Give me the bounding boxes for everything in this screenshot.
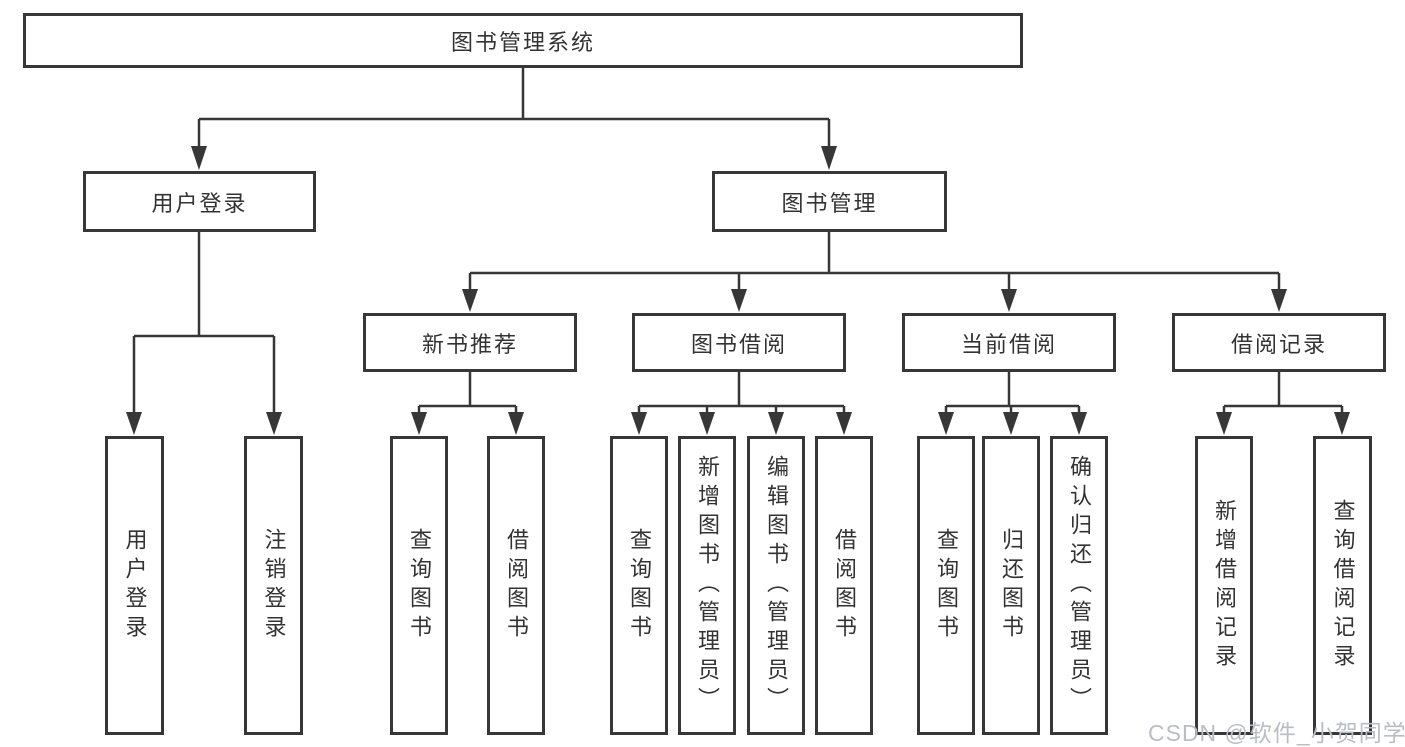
node-label: 图书借阅 [690, 331, 787, 357]
leaf-label: 确认归还（管理员） [1067, 455, 1092, 716]
leaf-label: 编辑图书（管理员） [764, 455, 789, 716]
node-user-login: 用户登录 [83, 171, 316, 232]
node-label: 新书推荐 [421, 331, 518, 357]
leaf-return-books: 归还图书 [982, 436, 1040, 735]
node-label: 用户登录 [151, 190, 248, 216]
leaf-borrow-books-recommend: 借阅图书 [487, 436, 545, 735]
node-borrow-records: 借阅记录 [1172, 313, 1386, 372]
leaf-query-books-recommend: 查询图书 [390, 436, 448, 735]
leaf-label: 用户登录 [122, 527, 148, 644]
leaf-query-books-borrow: 查询图书 [610, 436, 668, 735]
leaf-label: 借阅图书 [504, 527, 529, 644]
leaf-add-borrow-record: 新增借阅记录 [1195, 436, 1253, 735]
leaf-label: 新增借阅记录 [1212, 498, 1237, 673]
leaf-label: 查询借阅记录 [1330, 498, 1356, 673]
connector-user-login-to-leaves [126, 232, 282, 435]
leaf-user-login: 用户登录 [105, 436, 164, 735]
node-current-borrow: 当前借阅 [902, 313, 1116, 372]
connector-book-management-to-level3 [462, 232, 1287, 312]
node-new-book-recommend: 新书推荐 [363, 313, 577, 372]
leaf-query-books-current: 查询图书 [917, 436, 975, 735]
leaf-label: 查询图书 [627, 527, 652, 644]
leaf-label: 新增图书（管理员） [695, 455, 720, 716]
node-label: 借阅记录 [1230, 331, 1327, 357]
node-label: 图书管理系统 [450, 29, 595, 55]
leaf-label: 借阅图书 [832, 527, 857, 644]
node-label: 当前借阅 [960, 331, 1057, 357]
leaf-confirm-return-admin: 确认归还（管理员） [1050, 436, 1108, 735]
node-library-management-system: 图书管理系统 [23, 13, 1023, 68]
node-label: 图书管理 [781, 190, 878, 216]
connector-borrow-records-to-leaves [1216, 372, 1350, 435]
leaf-label: 注销登录 [261, 527, 287, 644]
leaf-logout: 注销登录 [244, 436, 303, 735]
leaf-add-books-admin: 新增图书（管理员） [678, 436, 736, 735]
leaf-label: 查询图书 [934, 527, 959, 644]
connector-book-borrow-to-leaves [631, 372, 852, 435]
leaf-edit-books-admin: 编辑图书（管理员） [747, 436, 805, 735]
leaf-label: 归还图书 [999, 527, 1024, 644]
leaf-query-borrow-record: 查询借阅记录 [1313, 436, 1372, 735]
connector-current-borrow-to-leaves [938, 372, 1087, 435]
connector-new-book-recommend-to-leaves [411, 372, 524, 435]
node-book-management: 图书管理 [712, 171, 947, 232]
csdn-watermark: CSDN @软件_小贺同学 [1148, 720, 1405, 746]
connector-root-to-level2 [191, 68, 837, 170]
leaf-borrow-books: 借阅图书 [815, 436, 873, 735]
leaf-label: 查询图书 [407, 527, 432, 644]
node-book-borrow: 图书借阅 [632, 313, 846, 372]
